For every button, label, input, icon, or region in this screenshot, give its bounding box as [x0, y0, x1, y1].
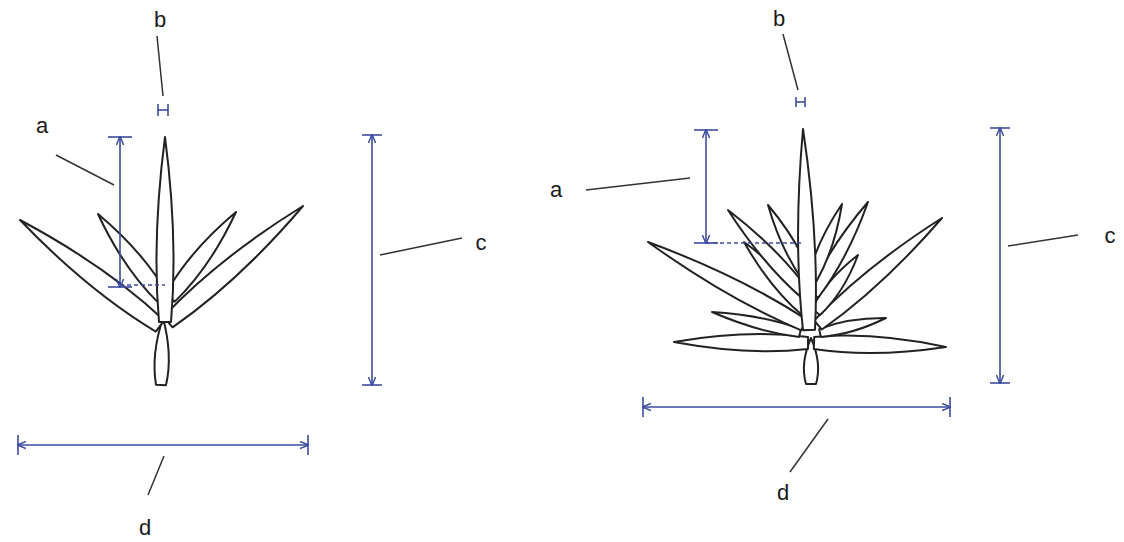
dimension-tick — [17, 435, 19, 455]
leader-line — [783, 34, 798, 90]
leader-line — [790, 419, 828, 472]
leaf — [156, 137, 173, 322]
dimension-tick — [362, 384, 382, 386]
dimension-tick — [362, 134, 382, 136]
dimension-letter: c — [1105, 225, 1116, 247]
dimension-letter: a — [550, 179, 562, 201]
dimension-letter: c — [476, 232, 487, 254]
plant-drawings — [20, 129, 946, 385]
dimension-tick — [949, 397, 951, 417]
leader-line — [1008, 235, 1078, 246]
leaf — [814, 336, 946, 353]
dimension-tick — [642, 397, 644, 417]
leader-line — [157, 36, 163, 96]
dimension-tick — [990, 382, 1010, 384]
dimension-dash — [120, 284, 165, 285]
leaf — [674, 334, 808, 351]
dimension-tick — [307, 435, 309, 455]
dimension-arrow — [371, 135, 373, 385]
dimension-letter: a — [36, 115, 48, 137]
leader-line — [148, 456, 164, 495]
leaf — [798, 129, 816, 330]
leader-line — [586, 178, 690, 190]
dimension-tick — [158, 109, 168, 111]
dimension-arrow — [705, 130, 707, 243]
dimension-tick — [796, 101, 805, 103]
dimension-letter: d — [777, 482, 789, 504]
dimension-letter: b — [773, 8, 785, 30]
leaf — [163, 206, 303, 327]
dimension-letter: b — [154, 9, 166, 31]
dimension-lines — [18, 97, 1010, 455]
dimension-tick — [990, 127, 1010, 129]
dimension-arrow — [643, 406, 950, 408]
dimension-tick — [108, 286, 132, 288]
leader-line — [56, 155, 114, 185]
dimension-dash — [706, 242, 804, 243]
leader-lines — [56, 34, 1078, 495]
dimension-arrow — [119, 137, 121, 287]
dimension-arrow — [18, 444, 308, 446]
leader-line — [380, 238, 462, 255]
dimension-tick — [108, 136, 132, 138]
dimension-tick — [694, 129, 718, 131]
dimension-arrow — [999, 128, 1001, 383]
dimension-letter: d — [139, 517, 151, 539]
